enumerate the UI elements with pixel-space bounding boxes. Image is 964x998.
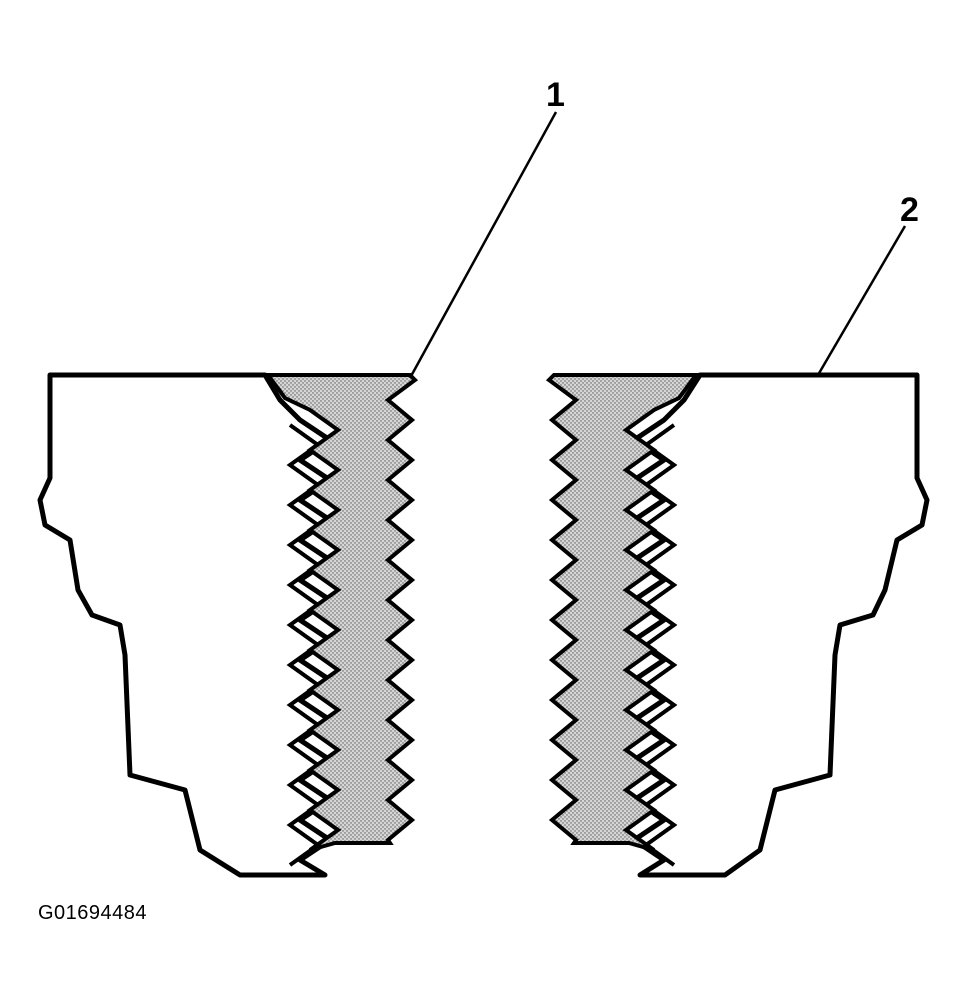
left-thread-sealant xyxy=(264,373,419,852)
callout-1-leader-line xyxy=(408,111,558,379)
right-thread-sealant xyxy=(545,373,700,852)
callout-label-2: 2 xyxy=(900,191,919,229)
figure-id-label: G01694484 xyxy=(38,902,148,924)
callout-label-1: 1 xyxy=(546,76,565,114)
right-housing-section xyxy=(631,372,930,878)
callout-2-leader-line xyxy=(816,225,907,376)
left-housing-section xyxy=(37,372,333,878)
